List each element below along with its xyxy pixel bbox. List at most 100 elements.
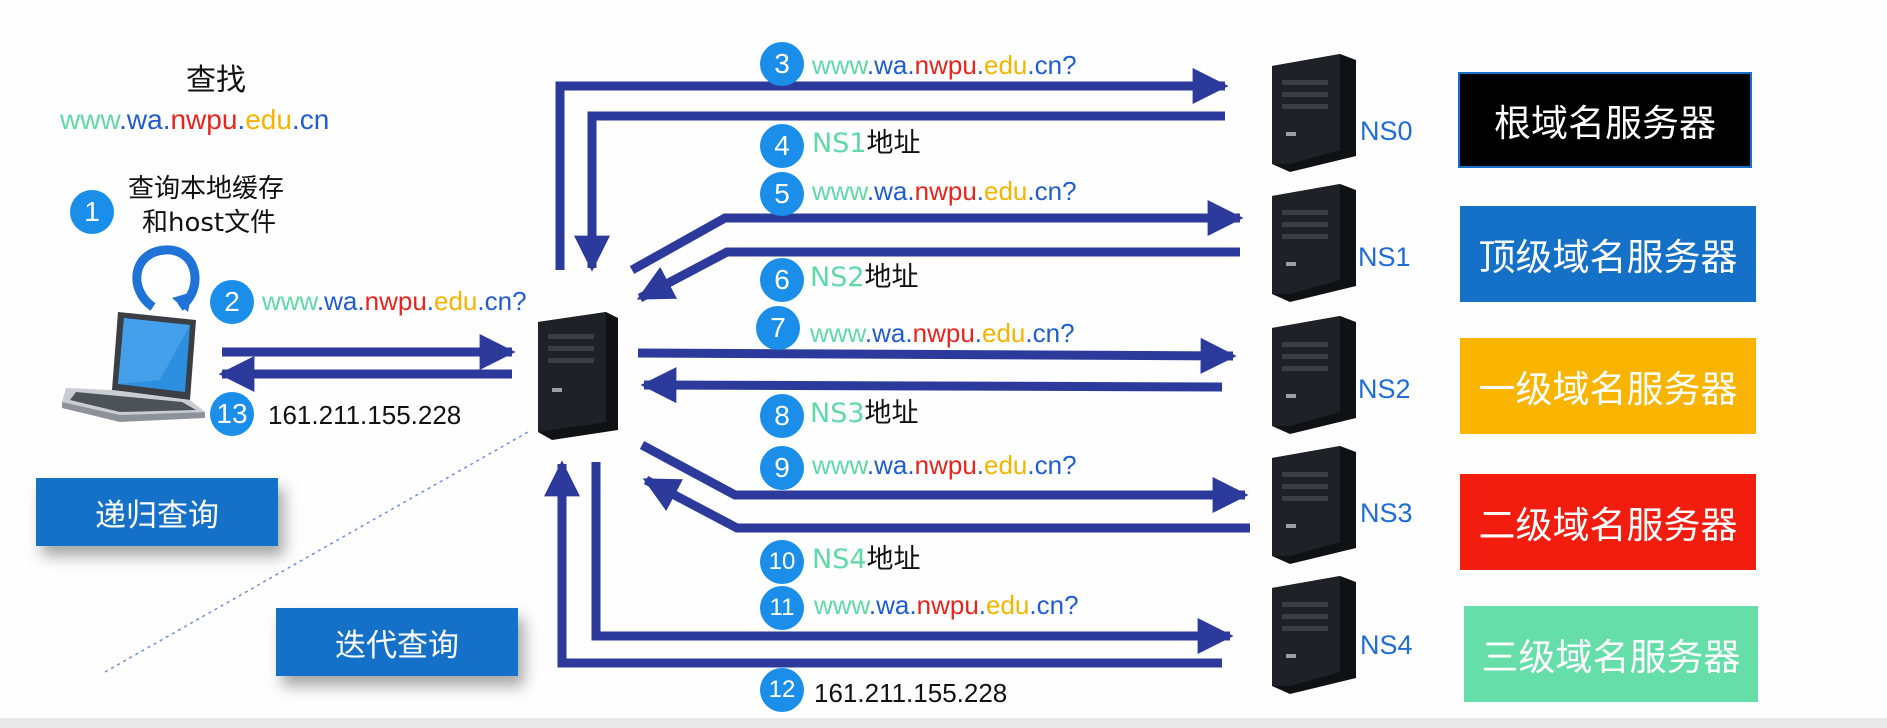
query-part: . [907,176,915,206]
arrow-step10 [642,476,1250,533]
query-part: . [426,286,435,316]
step6-suffix: 地址 [864,262,919,293]
domain-part: www [60,104,120,135]
domain-part: . [291,104,300,135]
ns0-server-icon [1272,54,1356,172]
query-part: wa [874,50,908,80]
query-part: . [905,318,913,348]
query-part: . [864,318,873,348]
query-part: . [866,450,875,480]
query-part: . [907,50,915,80]
query-part: wa [876,590,910,620]
step-number-1: 1 [70,190,114,234]
query-part: . [978,590,987,620]
step-number-8: 8 [760,394,804,438]
step-number-3: 3 [760,42,804,86]
second-level-server-box: 二级域名服务器 [1460,474,1756,570]
query-part: . [1029,590,1037,620]
query-part: ? [512,286,527,316]
query-part: www [262,286,317,316]
query-part: wa [874,176,908,206]
query-part: ? [1062,50,1077,80]
step8-ns: NS3 [810,398,865,429]
arrow-step6 [636,247,1240,302]
query-part: cn [1034,176,1063,206]
arrow-step3 [555,68,1229,270]
recursive-query-tag: 递归查询 [36,478,278,546]
find-label: 查找 [186,63,246,98]
step4-suffix: 地址 [866,128,921,159]
step-number-5: 5 [760,172,804,216]
query-part: nwpu [914,450,977,480]
query-part: . [1027,176,1035,206]
query-part: www [812,176,867,206]
query-part: . [976,50,985,80]
arrow-step4 [574,111,1225,272]
query-part: www [812,50,867,80]
step-number-6: 6 [760,258,804,302]
step1-line2: 和host文件 [142,208,277,238]
arrow-step9 [639,441,1249,513]
query-part: nwpu [914,50,977,80]
query-part: . [1027,450,1035,480]
domain-part: . [162,104,171,135]
query-part: . [974,318,983,348]
query-part: . [316,286,325,316]
query-part: ? [1062,176,1077,206]
query-part: edu [434,286,478,316]
query-part: www [814,590,869,620]
step1-line1: 查询本地缓存 [128,174,285,204]
domain-part: cn [299,104,330,135]
first-level-server-box: 一级域名服务器 [1460,338,1756,434]
local-dns-server-icon [538,312,618,440]
step-number-10: 10 [760,540,804,584]
query-part: www [812,450,867,480]
ns4-server-icon [1272,576,1356,694]
step8-suffix: 地址 [864,398,919,429]
arrow-step12 [544,460,1222,668]
query-part: cn [1032,318,1061,348]
step6-ns: NS2 [810,262,865,293]
third-level-server-box: 三级域名服务器 [1464,606,1758,702]
ns1-server-icon [1272,184,1356,302]
step10-suffix: 地址 [866,544,921,575]
step10-address: NS4地址 [812,546,921,573]
tld-server-box: 顶级域名服务器 [1460,206,1756,302]
ns3-label: NS3 [1360,498,1413,528]
query-part: nwpu [364,286,427,316]
query-part: . [1025,318,1033,348]
domain-part: . [119,104,127,135]
query-part: cn [484,286,513,316]
query-part: nwpu [912,318,975,348]
step4-address: NS1地址 [812,130,921,157]
arrow-step8 [640,367,1223,404]
query-part: nwpu [916,590,979,620]
step-number-2: 2 [210,280,254,324]
domain-part: . [237,104,246,135]
step6-address: NS2地址 [810,264,919,291]
query-part: ? [1064,590,1079,620]
query-part: . [976,450,985,480]
step12-ip: 161.211.155.228 [814,678,1008,708]
query-part: ? [1060,318,1075,348]
step10-ns: NS4 [812,544,867,575]
query-part: . [477,286,485,316]
bottom-bar [0,718,1887,728]
query-part: . [866,50,875,80]
step3-query: www.wa.nwpu.edu.cn? [812,52,1077,78]
step-number-7: 7 [756,306,800,350]
query-part: . [868,590,877,620]
step4-ns: NS1 [812,128,867,159]
query-part: cn [1036,590,1065,620]
query-part: . [866,176,875,206]
domain-part: edu [245,104,292,135]
query-part: wa [874,450,908,480]
ns3-server-icon [1272,446,1356,564]
query-part: . [357,286,365,316]
ns0-label: NS0 [1360,116,1413,146]
laptop-icon [62,312,205,422]
ns4-label: NS4 [1360,630,1413,660]
step2-query: www.wa.nwpu.edu.cn? [262,288,527,314]
